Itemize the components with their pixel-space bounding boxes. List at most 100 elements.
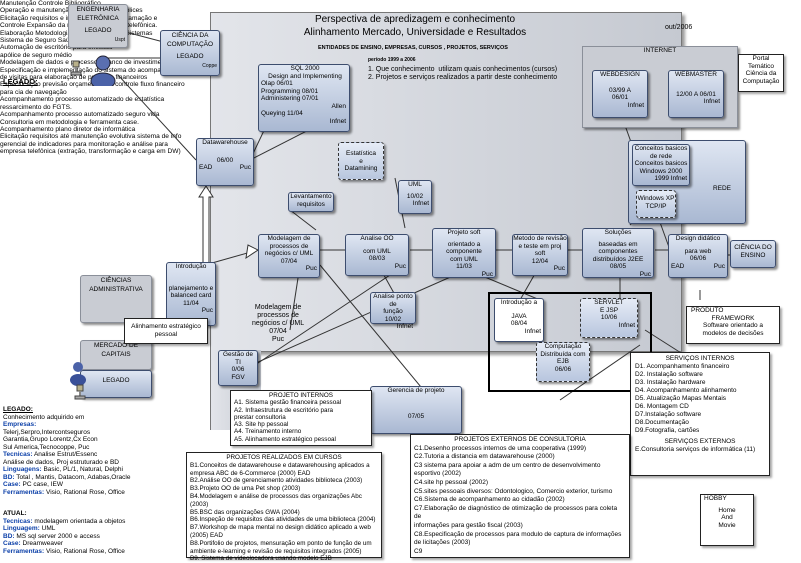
ciencia-ensino-box[interactable]: CIÊNCIA DO ENSINO bbox=[730, 240, 776, 268]
portal-2: Temático bbox=[747, 62, 774, 70]
computacao-box[interactable]: Computação Distribuída com EJB 06/06 bbox=[536, 342, 590, 382]
conceitos-box[interactable]: Conceitos basicos de rede Conceitos basi… bbox=[632, 144, 690, 186]
projetos-cursos-box[interactable]: PROJETOS REALIZADOS EM CURSOS B1.Conceit… bbox=[186, 452, 382, 562]
projeto-soft-box[interactable]: Projeto soft orientado a componente com … bbox=[432, 228, 496, 278]
hobby-2: Home bbox=[718, 506, 736, 514]
atual-bd: MS sql server 2000 e access bbox=[16, 532, 100, 540]
java-3: 08/04 bbox=[510, 320, 528, 327]
empresas-3: Sul America,Tecnocoppe, Puc bbox=[3, 443, 90, 451]
projetos-internos-box[interactable]: PROJETO INTERNOS A1. Sistema gestão fina… bbox=[230, 390, 372, 446]
sql-box[interactable]: SQL 2000 Design and Implementing Olap 06… bbox=[258, 64, 350, 132]
ciencias-admin-box[interactable]: CIÊNCIAS ADMINISTRATIVA bbox=[80, 275, 152, 323]
legado-bottom-conhecimento: Conhecimento adquirido em bbox=[3, 413, 85, 421]
produto-box[interactable]: PRODUTO FRAMEWORK Software orientado a m… bbox=[686, 306, 780, 344]
engenharia-line1: ENGENHARIA bbox=[76, 6, 120, 13]
legado-bottom-title: LEGADO: bbox=[3, 406, 33, 413]
projeto-externo-item: C8.Especificação de processos para modul… bbox=[414, 530, 622, 538]
alin-1: Alinhamento estratégico bbox=[131, 323, 201, 330]
entities-label: ENTIDADES DE ENSINO, EMPRESAS, CURSOS , … bbox=[318, 45, 508, 51]
dw-puc: Puc bbox=[239, 164, 251, 171]
sql-sub: Design and Implementing bbox=[268, 72, 342, 80]
projeto-externo-item: esportivo (2002) bbox=[414, 470, 461, 478]
servico-item: D9.Fotografia, cartões bbox=[635, 427, 700, 434]
gest-1: Gestão de bbox=[223, 351, 253, 358]
portal-box[interactable]: Portal Temático Ciência da Computação bbox=[738, 54, 784, 92]
case-value: PC case, IEW bbox=[22, 481, 63, 488]
modelagem-box[interactable]: Modelagem de processos de negócios c/ UM… bbox=[258, 234, 320, 278]
hobby-3: And bbox=[721, 514, 733, 521]
sql-allen: Allen bbox=[331, 102, 346, 110]
date-label: out/2006 bbox=[665, 24, 693, 31]
servico-item: D2. Instalação software bbox=[635, 371, 703, 378]
prod-3: Software orientado a bbox=[703, 322, 763, 329]
projeto-interno-item: A1. Sistema gestão financeira pessoal bbox=[234, 399, 342, 407]
gerencia-box[interactable]: Gerencia de projeto 07/05 bbox=[370, 386, 462, 434]
ferramentas-label: Ferramentas: bbox=[3, 488, 45, 496]
serv-title: SERVIÇOS INTERNOS bbox=[665, 355, 735, 362]
servlet-box[interactable]: SERVLET E JSP 10/06 Infnet bbox=[580, 298, 638, 338]
atual-case-label: Case: bbox=[3, 540, 21, 547]
webmaster-box[interactable]: WEBMASTER 12/00 A 06/01 Infnet bbox=[668, 70, 724, 118]
question-1: 1. Que conhecimento utilizam quais conhe… bbox=[368, 66, 558, 73]
servico-item: D6. Montagem CD bbox=[635, 403, 689, 410]
estatistica-box[interactable]: Estatística e Datamining bbox=[338, 142, 384, 180]
dw-title: Datawarehouse bbox=[202, 139, 248, 146]
est-1: Estatística bbox=[346, 150, 376, 157]
bd-label: BD: bbox=[3, 473, 15, 481]
legado-line: empresa telefônica (extração, transforma… bbox=[0, 148, 181, 156]
servico-item: D7.Instalação software bbox=[635, 411, 702, 418]
gestao-box[interactable]: Gestão de TI 0/06 FGV bbox=[218, 350, 258, 386]
uml-box[interactable]: UML 10/02 Infnet bbox=[398, 180, 432, 214]
prod-1: PRODUTO bbox=[691, 307, 724, 314]
legado-box-label: LEGADO bbox=[102, 377, 130, 384]
ciencia-comp-line3: LEGADO bbox=[176, 53, 204, 60]
projeto-externo-item: C1.Desenho processos internos de uma coo… bbox=[414, 444, 586, 452]
wd-3: 06/01 bbox=[611, 94, 629, 101]
projeto-curso-item: (2005) EAD bbox=[190, 531, 223, 539]
legado-line: Manutenção Controle Bibliográfico bbox=[0, 0, 101, 7]
projeto-curso-item: B1.Conceitos de datawarehouse e dataware… bbox=[190, 461, 370, 469]
ciencia-comp-box[interactable]: CIÊNCIA DA COMPUTAÇÃO LEGADO Coppe bbox=[160, 30, 220, 76]
mod-5: Puc bbox=[305, 265, 317, 272]
projetos-externos-box[interactable]: PROJETOS EXTERNOS DE CONSULTORIA C1.Dese… bbox=[410, 434, 630, 558]
legado-line: Acompanhamento plano diretor de informát… bbox=[0, 125, 136, 133]
java-box[interactable]: Introdução a JAVA 08/04 Infnet bbox=[494, 298, 544, 342]
introducao-box[interactable]: Introdução planejamento e balanced card … bbox=[166, 262, 216, 326]
analise-ponto-box[interactable]: Analise ponto de função 10/02 Infnet bbox=[370, 292, 416, 330]
servicos-box[interactable]: SERVIÇOS INTERNOS D1. Acompanhamento fin… bbox=[630, 352, 770, 476]
sol-1: Soluções bbox=[604, 229, 632, 236]
ce-2: ENSINO bbox=[740, 251, 766, 259]
mercado-box[interactable]: MERCADO DE CAPITAIS bbox=[80, 340, 152, 370]
projeto-interno-item: A3. Site hp pessoal bbox=[234, 421, 289, 429]
analise-oo-box[interactable]: Analise OO com UML 08/03 Puc bbox=[345, 234, 409, 276]
con-4: Windows 2000 bbox=[639, 167, 683, 175]
sv-1: SERVLET bbox=[594, 299, 624, 306]
solucoes-box[interactable]: Soluções baseadas em componentes distrib… bbox=[582, 228, 654, 278]
levantamento-box[interactable]: Levantamento requisitos bbox=[288, 192, 334, 212]
engenharia-box[interactable]: ENGENHARIA ELETRÔNICA LEGADO Uspt bbox=[68, 4, 128, 48]
wm-3: Infnet bbox=[703, 98, 720, 105]
legado-line: apólice de seguro médio bbox=[0, 51, 72, 59]
mod-1: Modelagem de bbox=[267, 235, 311, 242]
windows-box[interactable]: Windows XP TCP/IP bbox=[636, 190, 676, 218]
metodo-box[interactable]: Metodo de revisão e teste em proj soft 1… bbox=[512, 234, 568, 276]
projeto-externo-item: C9 bbox=[414, 547, 423, 555]
projeto-interno-item: A2. Infraestrutura de escritório para bbox=[234, 406, 334, 414]
webdesign-box[interactable]: WEBDESIGN 03/99 A 06/01 Infnet bbox=[592, 70, 648, 118]
intro-3: balanced card bbox=[170, 292, 212, 299]
sol-2: baseadas em bbox=[598, 240, 638, 248]
modelagem-note-line: Puc bbox=[272, 336, 285, 343]
modelagem-note-line: processos de bbox=[257, 312, 299, 319]
projeto-curso-item: B2.Análise OO de gerenciamento atividade… bbox=[190, 477, 363, 485]
legado-box[interactable]: LEGADO bbox=[80, 370, 152, 398]
projeto-externo-item: C4.site hp pessoal (2002) bbox=[414, 478, 489, 486]
met-5: Puc bbox=[553, 265, 565, 272]
legado-bottom: LEGADO: Conhecimento adquirido em Empres… bbox=[3, 406, 173, 496]
hobby-box[interactable]: HOBBY Home And Movie bbox=[700, 494, 754, 546]
servico-item: D3. Instalação hardware bbox=[635, 379, 706, 386]
alinhamento-note[interactable]: Alinhamento estratégico pessoal bbox=[124, 318, 208, 344]
uml-2: 10/02 bbox=[406, 192, 424, 200]
